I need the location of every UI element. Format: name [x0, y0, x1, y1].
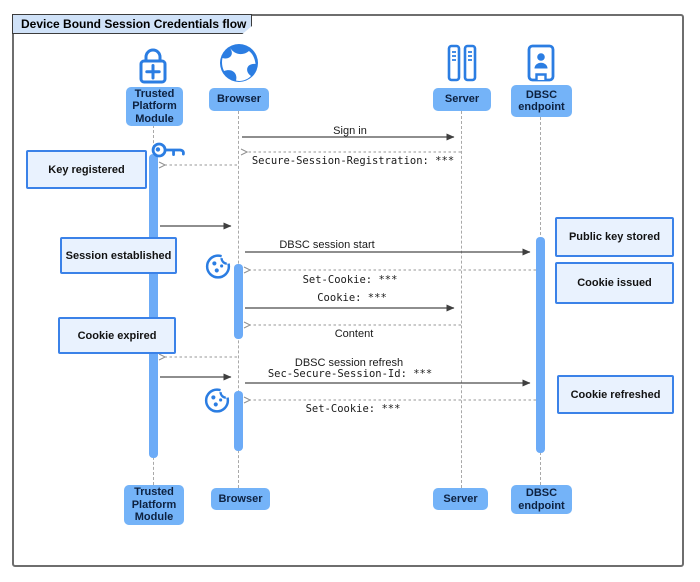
- message-content: Content: [334, 328, 374, 340]
- note-session-established: Session established: [60, 237, 177, 274]
- globe-icon: [220, 44, 258, 82]
- activation-dbsc: [536, 237, 545, 453]
- id-badge-icon: [527, 44, 555, 82]
- diagram-title-text: Device Bound Session Credentials flow: [21, 17, 247, 31]
- lock-plus-icon: [139, 48, 167, 84]
- message-sec-secure-session-id: Sec-Secure-Session-Id: ***: [267, 368, 433, 380]
- actor-browser-bottom: Browser: [211, 488, 270, 510]
- note-cookie-expired: Cookie expired: [58, 317, 176, 354]
- message-set-cookie-2: Set-Cookie: ***: [305, 403, 401, 415]
- note-public-key-stored: Public key stored: [555, 217, 674, 257]
- key-icon: [151, 142, 185, 158]
- actor-dbsc-bottom: DBSC endpoint: [511, 485, 572, 514]
- diagram-frame: [12, 14, 684, 567]
- message-secure-session-registration: Secure-Session-Registration: ***: [251, 155, 455, 167]
- actor-server-top: Server: [433, 88, 491, 111]
- lifeline-server: [461, 111, 462, 488]
- cookie-icon: [204, 386, 232, 413]
- message-cookie: Cookie: ***: [317, 292, 387, 304]
- note-key-registered: Key registered: [26, 150, 147, 189]
- note-cookie-refreshed: Cookie refreshed: [557, 375, 674, 414]
- activation-browser-2: [234, 391, 243, 451]
- actor-browser-top: Browser: [209, 88, 269, 111]
- message-dbsc-session-refresh: DBSC session refresh: [294, 357, 404, 369]
- activation-browser-1: [234, 264, 243, 339]
- message-dbsc-session-start: DBSC session start: [279, 239, 375, 251]
- message-set-cookie-1: Set-Cookie: ***: [302, 274, 398, 286]
- actor-server-bottom: Server: [433, 488, 488, 510]
- cookie-icon: [205, 252, 233, 279]
- activation-tpm: [149, 154, 158, 458]
- message-sign-in: Sign in: [333, 125, 367, 137]
- server-racks-icon: [447, 44, 477, 82]
- diagram-title: Device Bound Session Credentials flow: [12, 14, 252, 34]
- actor-tpm-bottom: Trusted Platform Module: [124, 485, 184, 525]
- actor-dbsc-top: DBSC endpoint: [511, 85, 572, 117]
- note-cookie-issued: Cookie issued: [555, 262, 674, 304]
- actor-tpm-top: Trusted Platform Module: [126, 87, 183, 126]
